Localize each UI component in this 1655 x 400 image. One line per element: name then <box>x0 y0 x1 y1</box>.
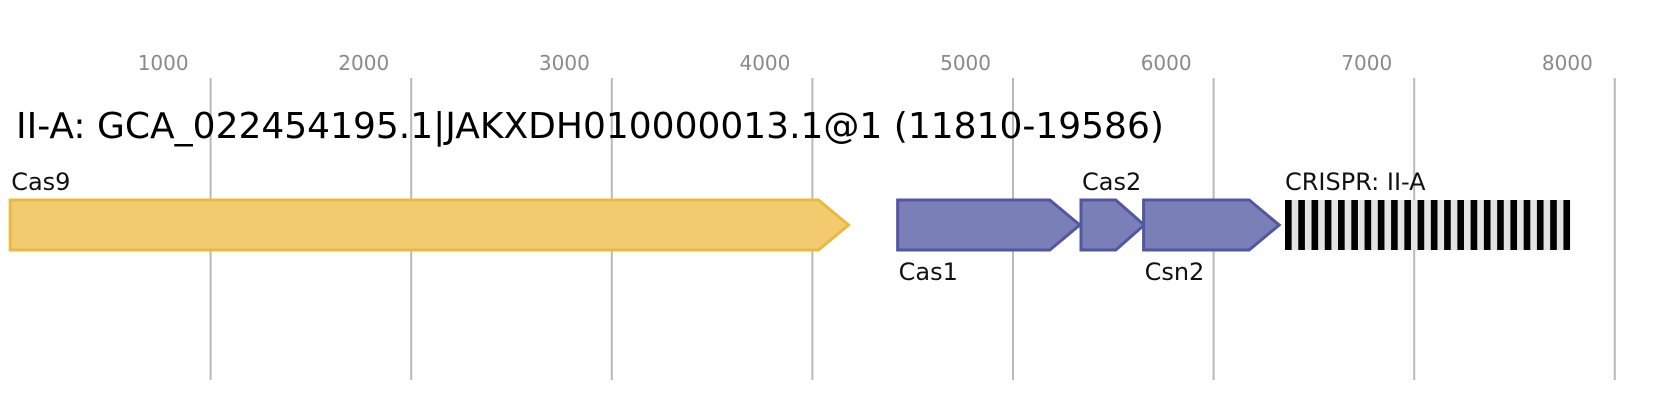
crispr-repeat <box>1536 200 1544 250</box>
crispr-repeat <box>1510 200 1518 250</box>
crispr-repeat <box>1497 200 1504 250</box>
crispr-repeat <box>1285 200 1292 250</box>
gene-label-cas1: Cas1 <box>899 258 958 286</box>
crispr-repeat <box>1338 200 1345 250</box>
gene-arrow-cas1 <box>896 198 1083 252</box>
crispr-repeat <box>1404 200 1411 250</box>
tick-label-5000: 5000 <box>940 51 991 75</box>
tick-label-2000: 2000 <box>338 51 389 75</box>
gene-arrow-cas9 <box>8 198 851 252</box>
crispr-repeat <box>1470 200 1478 250</box>
tick-label-7000: 7000 <box>1341 51 1392 75</box>
tick-label-8000: 8000 <box>1542 51 1593 75</box>
axis-tick-labels: 1000 2000 3000 4000 5000 6000 7000 8000 <box>138 51 1593 75</box>
crispr-repeat <box>1311 200 1319 250</box>
crispr-spacer-background <box>1285 200 1571 250</box>
crispr-repeat <box>1523 200 1531 250</box>
tick-label-4000: 4000 <box>739 51 790 75</box>
tick-label-3000: 3000 <box>539 51 590 75</box>
crispr-repeat <box>1430 200 1438 250</box>
crispr-repeat <box>1391 200 1398 250</box>
crispr-repeat <box>1550 200 1557 250</box>
tick-label-6000: 6000 <box>1141 51 1192 75</box>
crispr-repeat <box>1377 200 1385 250</box>
gene-arrow-cas2 <box>1079 198 1147 252</box>
gene-arrow-csn2 <box>1142 198 1282 252</box>
crispr-repeat <box>1444 200 1451 250</box>
crispr-repeat <box>1324 200 1332 250</box>
gene-label-cas2: Cas2 <box>1082 168 1141 196</box>
crispr-label: CRISPR: II-A <box>1285 168 1426 196</box>
gene-label-cas9: Cas9 <box>11 168 70 196</box>
crispr-array: CRISPR: II-A <box>1285 168 1571 250</box>
crispr-repeat <box>1364 200 1372 250</box>
crispr-repeat <box>1483 200 1491 250</box>
crispr-repeat <box>1351 200 1358 250</box>
gene-label-csn2: Csn2 <box>1145 258 1205 286</box>
tick-label-1000: 1000 <box>138 51 189 75</box>
crispr-repeat <box>1417 200 1425 250</box>
crispr-repeat <box>1457 200 1465 250</box>
crispr-repeat <box>1563 200 1571 250</box>
crispr-repeat <box>1298 200 1305 250</box>
locus-title: II-A: GCA_022454195.1|JAKXDH010000013.1@… <box>16 106 1164 147</box>
